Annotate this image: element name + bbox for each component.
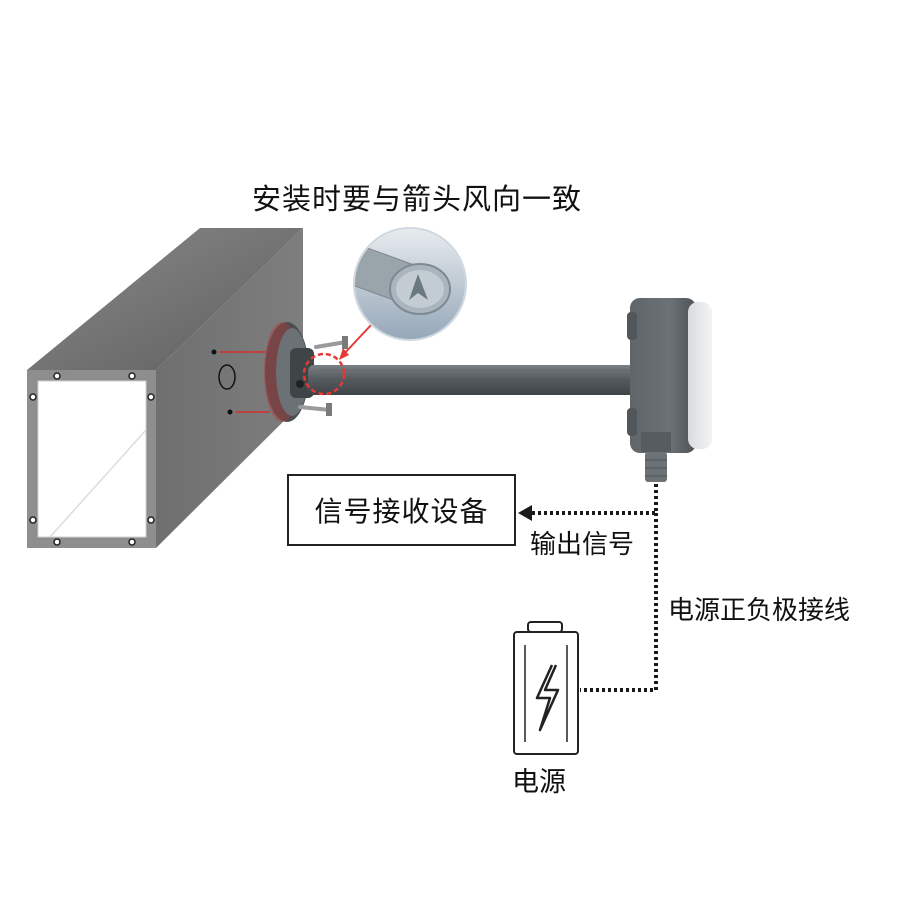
highlight-pointer-arrowhead [339,348,349,360]
signal-arrowhead [518,505,532,521]
mounting-hole [218,364,236,390]
screw-hole-top [211,349,217,355]
transmitter-housing [627,298,712,482]
probe-tip-zoom [353,227,467,341]
power-wire [580,513,658,692]
power-source-label: 电源 [512,767,566,798]
duct-top-face [27,228,303,370]
highlight-pointer-line [341,323,373,357]
wiring [530,484,658,692]
duct-opening [37,380,147,538]
airflow-direction-arrow [409,274,428,300]
installation-note: 安装时要与箭头风向一致 [252,182,583,216]
power-wiring-label: 电源正负极接线 [668,596,851,626]
signal-receiver-box: 信号接收设备 [287,474,516,546]
battery-icon [513,621,579,755]
signal-wire [530,484,658,515]
screw-hole-bottom [227,409,233,415]
output-signal-label: 输出信号 [530,530,635,560]
screw-top [314,336,348,349]
air-duct [27,228,303,548]
probe-rod-texture [320,369,630,390]
screw-bottom [298,403,332,416]
cable-gland [645,452,667,482]
lightning-bolt-icon [535,664,560,732]
duct-rivets [29,372,155,546]
probe-tip-highlight [302,352,346,396]
signal-receiver-label: 信号接收设备 [314,495,489,528]
duct-opening-diagonal [49,429,147,538]
mounting-flange [264,322,314,422]
